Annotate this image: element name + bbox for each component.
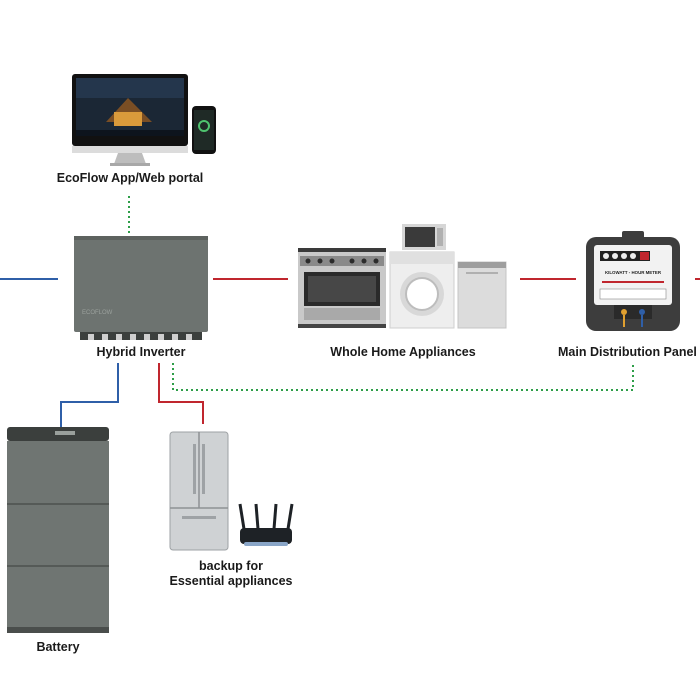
ac-line-inverter-essential [158, 363, 204, 424]
essential-appliances-label-line1: backup for [199, 559, 263, 573]
main-distribution-panel-label: Main Distribution Panel [558, 345, 697, 359]
hybrid-inverter-label: Hybrid Inverter [96, 345, 186, 359]
dc-line-inverter-battery [60, 363, 119, 427]
battery-stack-image [7, 427, 109, 633]
meter-title-text: KILOWATT - HOUR METER [605, 270, 662, 275]
hybrid-inverter-image: ECOFLOW [74, 236, 208, 340]
data-line-inverter-panel [172, 363, 634, 391]
app-portal-label: EcoFlow App/Web portal [56, 171, 204, 185]
battery-label: Battery [36, 640, 80, 654]
whole-home-appliances-label: Whole Home Appliances [330, 345, 476, 359]
monitor-phone-icon [72, 74, 216, 166]
inverter-brand-text: ECOFLOW [82, 310, 113, 316]
home-appliances-image [298, 224, 507, 329]
essential-appliances-label-line2: Essential appliances [169, 574, 293, 588]
fridge-router-image [169, 431, 294, 551]
kwh-meter-image: KILOWATT - HOUR METER [586, 231, 680, 331]
